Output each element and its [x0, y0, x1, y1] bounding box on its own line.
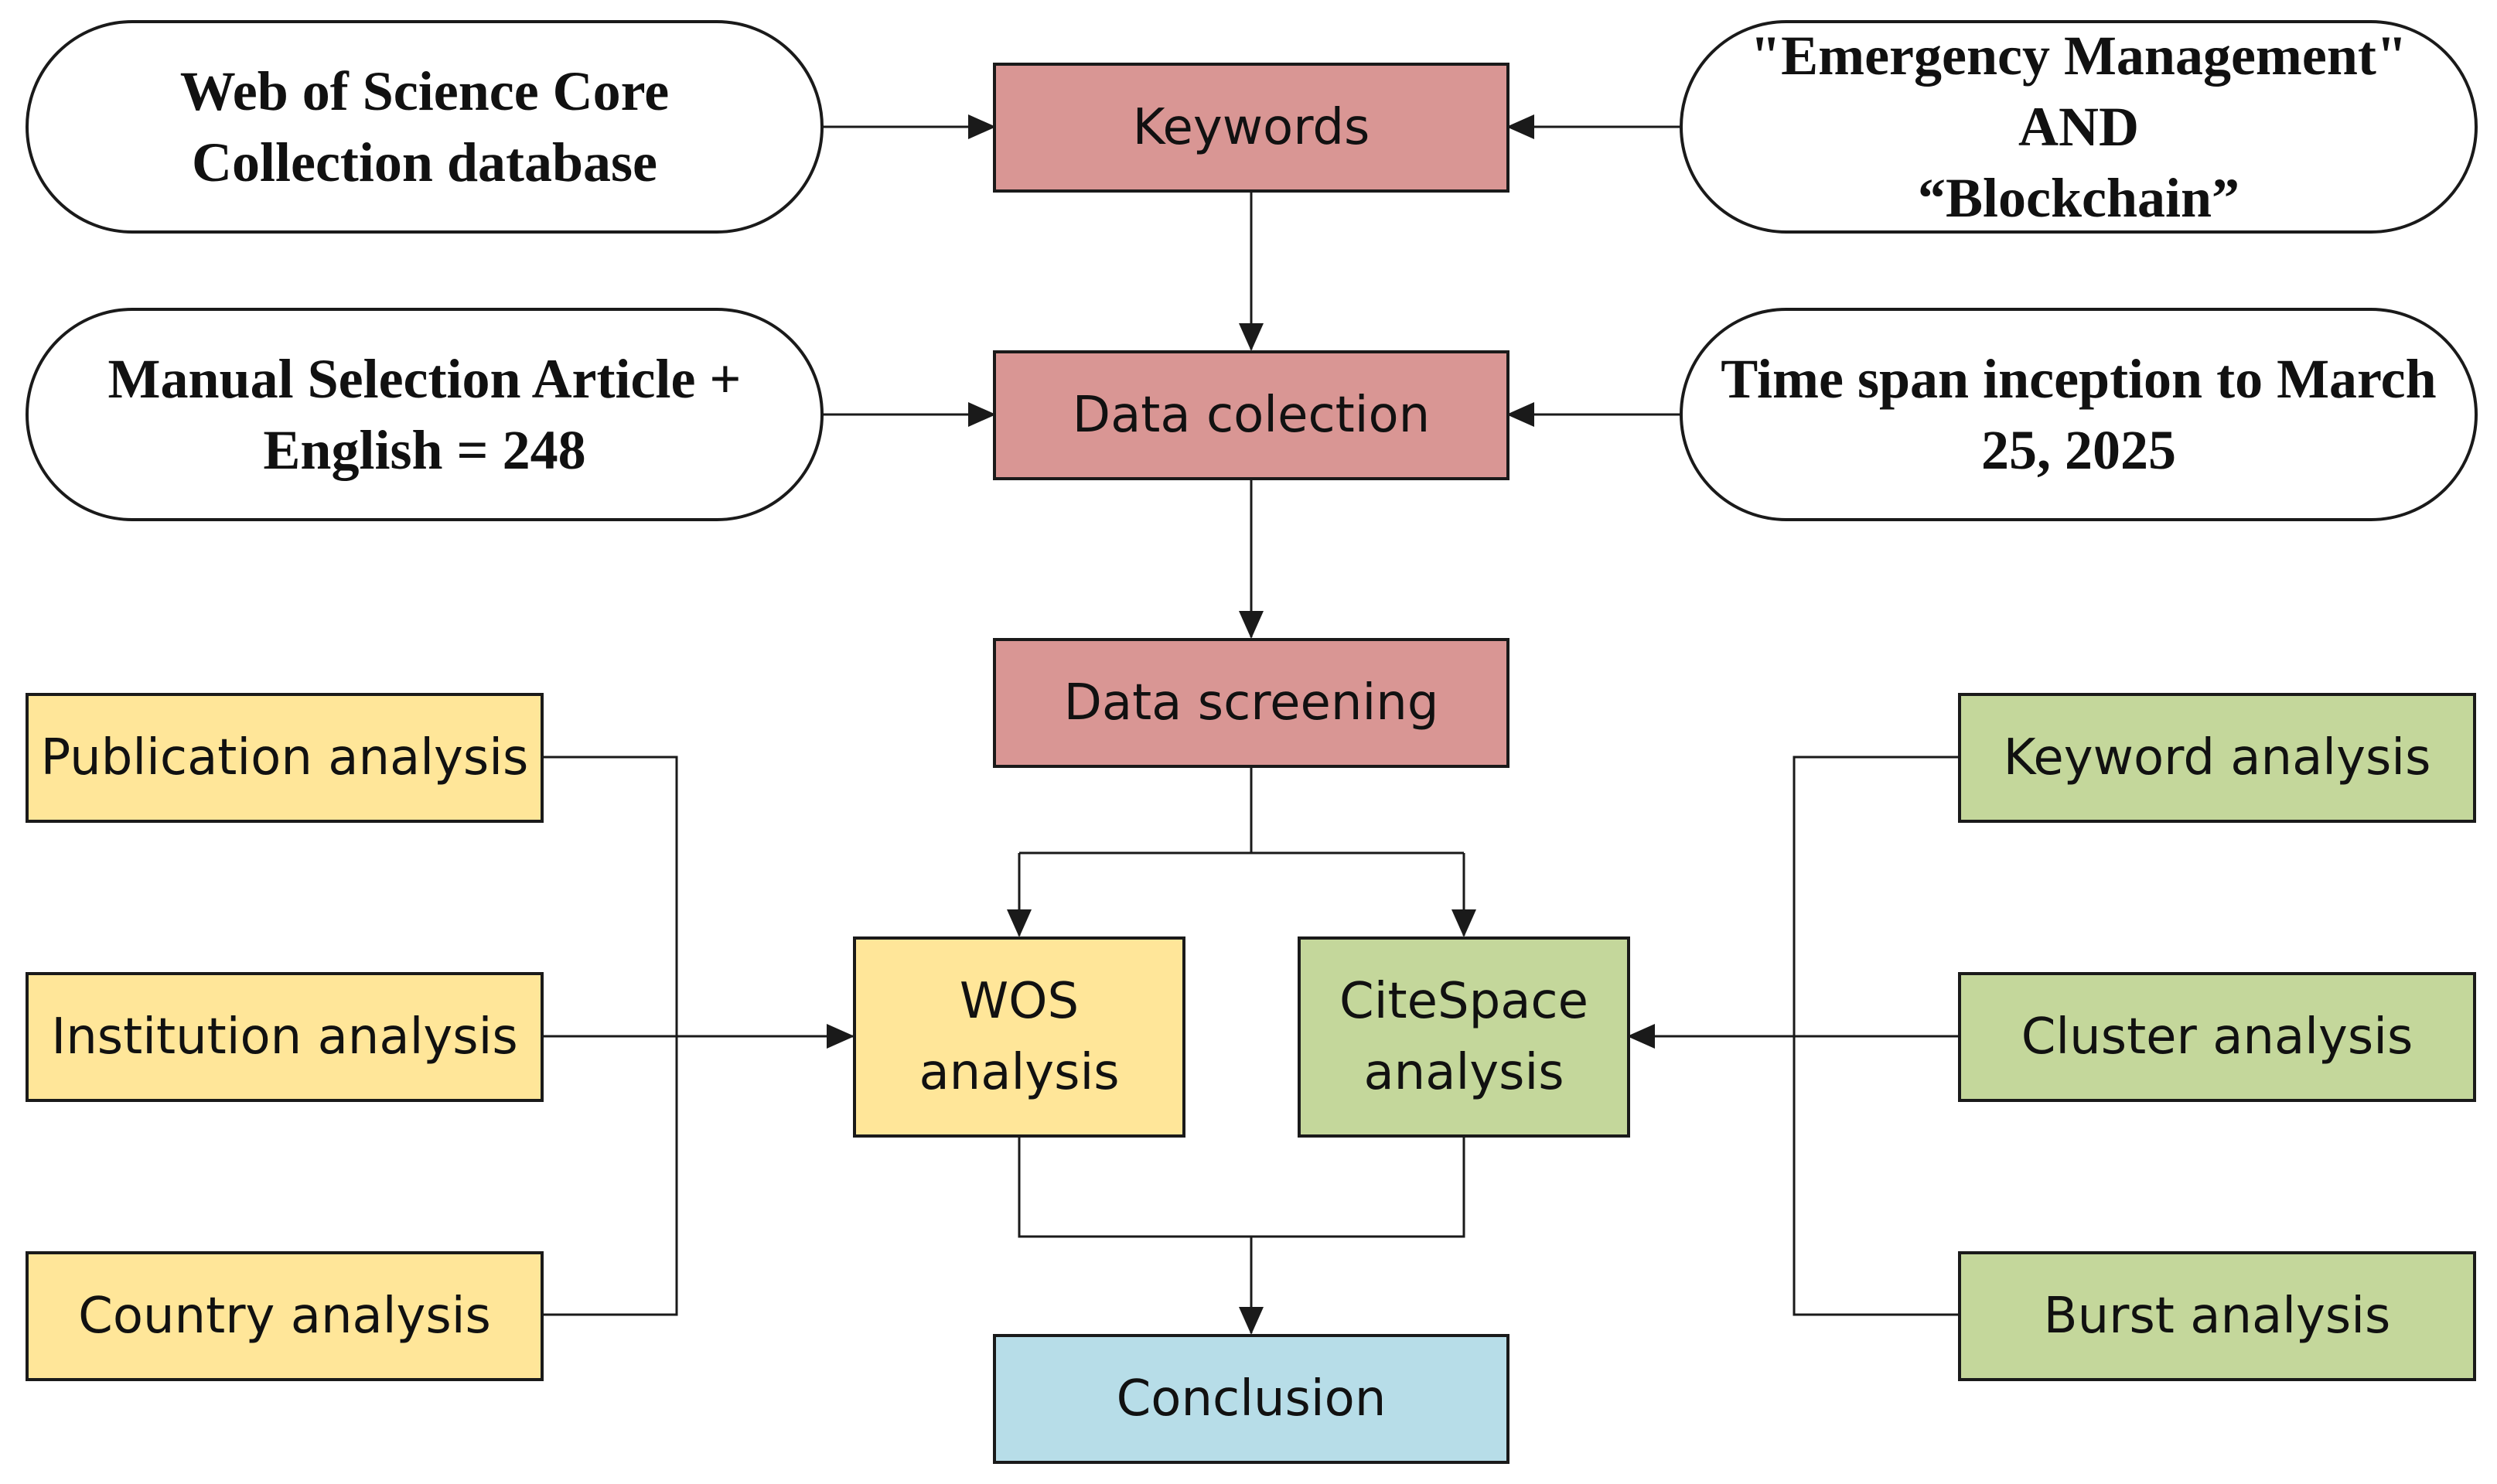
time-span-label: Time span inception to March 25, 2025: [1721, 348, 2437, 481]
connector-citespace-items: [1793, 756, 1960, 1316]
wos-analysis-label: WOS analysis: [919, 973, 1120, 1101]
source-database-label: Web of Science Core Collection database: [179, 60, 670, 193]
data-collection-box: Data colection: [993, 350, 1509, 480]
conclusion-box: Conclusion: [993, 1334, 1509, 1464]
connector-screening-split: [1019, 767, 1464, 855]
citespace-item-label: Cluster analysis: [2021, 1008, 2413, 1066]
data-collection-label: Data colection: [1072, 387, 1431, 444]
selection-criteria-label: Manual Selection Article + English = 248: [107, 348, 742, 481]
citespace-item-label: Keyword analysis: [2003, 729, 2431, 786]
connector-wos-items: [542, 756, 678, 1316]
search-query-node: "Emergency Management" AND “Blockchain”: [1680, 20, 2478, 234]
citespace-item-keyword: Keyword analysis: [1958, 693, 2476, 823]
wos-item-publication: Publication analysis: [26, 693, 544, 823]
wos-item-label: Country analysis: [78, 1288, 491, 1345]
keywords-box: Keywords: [993, 63, 1509, 193]
source-database-node: Web of Science Core Collection database: [26, 20, 824, 234]
citespace-item-burst: Burst analysis: [1958, 1251, 2476, 1381]
data-screening-box: Data screening: [993, 638, 1509, 768]
wos-analysis-box: WOS analysis: [853, 936, 1185, 1138]
keywords-label: Keywords: [1132, 99, 1370, 156]
wos-item-label: Institution analysis: [51, 1008, 518, 1066]
citespace-analysis-box: CiteSpace analysis: [1298, 936, 1630, 1138]
conclusion-label: Conclusion: [1116, 1370, 1387, 1428]
time-span-node: Time span inception to March 25, 2025: [1680, 308, 2478, 521]
wos-item-country: Country analysis: [26, 1251, 544, 1381]
citespace-analysis-label: CiteSpace analysis: [1339, 973, 1588, 1101]
data-screening-label: Data screening: [1063, 674, 1439, 732]
citespace-item-label: Burst analysis: [2043, 1288, 2391, 1345]
wos-item-label: Publication analysis: [40, 729, 529, 786]
search-query-label: "Emergency Management" AND “Blockchain”: [1750, 25, 2407, 229]
selection-criteria-node: Manual Selection Article + English = 248: [26, 308, 824, 521]
citespace-item-cluster: Cluster analysis: [1958, 972, 2476, 1102]
connector-merge-conclusion: [1018, 1136, 1465, 1238]
wos-item-institution: Institution analysis: [26, 972, 544, 1102]
